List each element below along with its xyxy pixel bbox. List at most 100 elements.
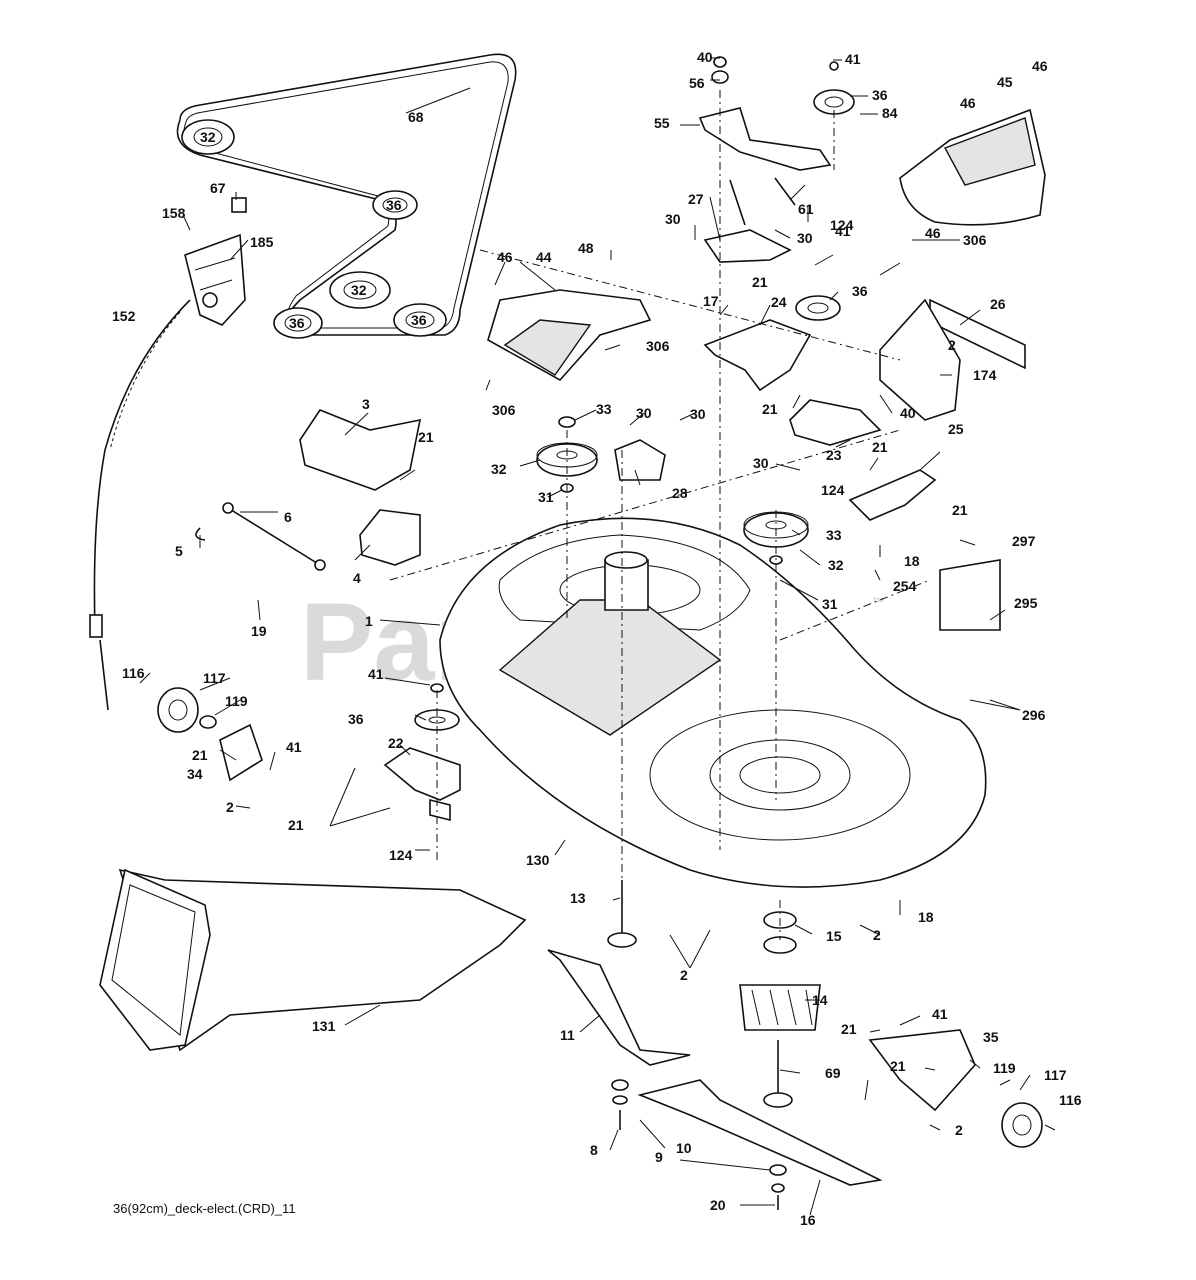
callout-30: 30 bbox=[690, 406, 706, 422]
callout-30: 30 bbox=[665, 211, 681, 227]
idler-arm-25 bbox=[848, 469, 937, 521]
callout-68: 68 bbox=[408, 109, 424, 125]
callout-61: 61 bbox=[798, 201, 814, 217]
callout-21: 21 bbox=[952, 502, 968, 518]
callout-24: 24 bbox=[771, 294, 787, 310]
belt-pulleys bbox=[181, 119, 447, 339]
callout-23: 23 bbox=[826, 447, 842, 463]
callout-254: 254 bbox=[893, 578, 917, 594]
callout-21: 21 bbox=[872, 439, 888, 455]
spindle-69 bbox=[763, 1040, 793, 1108]
blade-16 bbox=[637, 1079, 883, 1186]
callout-46: 46 bbox=[1032, 58, 1048, 74]
callout-28: 28 bbox=[672, 485, 688, 501]
callout-48: 48 bbox=[578, 240, 594, 256]
callout-46: 46 bbox=[960, 95, 976, 111]
callout-8: 8 bbox=[590, 1142, 598, 1158]
callout-116: 116 bbox=[1059, 1092, 1082, 1108]
callout-15: 15 bbox=[826, 928, 842, 944]
callout-30: 30 bbox=[797, 230, 813, 246]
callout-13: 13 bbox=[570, 890, 586, 906]
callout-117: 117 bbox=[1044, 1067, 1067, 1083]
callout-46: 46 bbox=[925, 225, 941, 241]
callout-116: 116 bbox=[122, 665, 145, 681]
belt-guard-45 bbox=[899, 108, 1046, 226]
callout-297: 297 bbox=[1012, 533, 1036, 549]
callout-17: 17 bbox=[703, 293, 719, 309]
pulley-label-32-center: 32 bbox=[351, 282, 367, 298]
callout-31: 31 bbox=[538, 489, 554, 505]
callout-124: 124 bbox=[821, 482, 845, 498]
callout-30: 30 bbox=[753, 455, 769, 471]
callout-295: 295 bbox=[1014, 595, 1038, 611]
callout-69: 69 bbox=[825, 1065, 841, 1081]
pulley-label-32-top: 32 bbox=[200, 129, 216, 145]
callout-14: 14 bbox=[812, 992, 828, 1008]
callout-1: 1 bbox=[365, 613, 373, 629]
callout-2: 2 bbox=[948, 337, 956, 353]
idler-arm-24 bbox=[703, 295, 841, 392]
callout-labels: 40 41 56 36 84 46 45 46 68 55 67 158 185… bbox=[112, 49, 1082, 1228]
callout-21: 21 bbox=[762, 401, 778, 417]
pulley-label-36-right: 36 bbox=[386, 197, 402, 213]
callout-20: 20 bbox=[710, 1197, 726, 1213]
callout-40: 40 bbox=[900, 405, 916, 421]
callout-119: 119 bbox=[993, 1060, 1016, 1076]
pulley-assembly-117-right bbox=[868, 1029, 1043, 1148]
callout-32: 32 bbox=[828, 557, 844, 573]
callout-21: 21 bbox=[841, 1021, 857, 1037]
callout-36: 36 bbox=[348, 711, 364, 727]
idler-bracket-27 bbox=[703, 177, 796, 263]
callout-30: 30 bbox=[636, 405, 652, 421]
callout-306: 306 bbox=[963, 232, 987, 248]
callout-21: 21 bbox=[752, 274, 768, 290]
callout-27: 27 bbox=[688, 191, 704, 207]
callout-41: 41 bbox=[845, 51, 861, 67]
callout-22: 22 bbox=[388, 735, 404, 751]
idler-arm-55 bbox=[698, 56, 855, 171]
pulley-assembly-117-left bbox=[157, 687, 263, 782]
callout-36: 36 bbox=[872, 87, 888, 103]
callout-21: 21 bbox=[192, 747, 208, 763]
callout-130: 130 bbox=[526, 852, 550, 868]
deflector-295 bbox=[939, 559, 1001, 631]
deck-rod-6 bbox=[195, 502, 326, 571]
callout-19: 19 bbox=[251, 623, 267, 639]
callout-9: 9 bbox=[655, 1149, 663, 1165]
callout-55: 55 bbox=[654, 115, 670, 131]
callout-124: 124 bbox=[830, 217, 854, 233]
callout-31: 31 bbox=[822, 596, 838, 612]
callout-296: 296 bbox=[1022, 707, 1046, 723]
callout-67: 67 bbox=[210, 180, 226, 196]
callout-18: 18 bbox=[904, 553, 920, 569]
callout-174: 174 bbox=[973, 367, 997, 383]
callout-11: 11 bbox=[560, 1027, 575, 1043]
callout-26: 26 bbox=[990, 296, 1006, 312]
fasteners-blades bbox=[611, 1079, 787, 1210]
clutch-bracket-185 bbox=[184, 197, 247, 326]
deck-bracket-3 bbox=[299, 409, 422, 491]
callout-46: 46 bbox=[497, 249, 513, 265]
pulley-label-36-bottom: 36 bbox=[411, 312, 427, 328]
callout-2: 2 bbox=[955, 1122, 963, 1138]
callout-25: 25 bbox=[948, 421, 964, 437]
belt-cover-44 bbox=[487, 289, 652, 382]
callout-33: 33 bbox=[596, 401, 612, 417]
pulley-14 bbox=[739, 911, 821, 1031]
callout-21: 21 bbox=[418, 429, 434, 445]
callout-2: 2 bbox=[680, 967, 688, 983]
callout-306: 306 bbox=[646, 338, 670, 354]
callout-34: 34 bbox=[187, 766, 203, 782]
callout-16: 16 bbox=[800, 1212, 816, 1228]
callout-18: 18 bbox=[918, 909, 934, 925]
mower-deck-1 bbox=[439, 517, 987, 888]
control-cable-152 bbox=[89, 299, 191, 711]
callout-41: 41 bbox=[835, 223, 851, 239]
callout-44: 44 bbox=[536, 249, 552, 265]
callout-21: 21 bbox=[288, 817, 304, 833]
callout-41: 41 bbox=[368, 666, 384, 682]
callout-35: 35 bbox=[983, 1029, 999, 1045]
callout-6: 6 bbox=[284, 509, 292, 525]
watermark-trademark: ™ bbox=[872, 595, 884, 609]
callout-185: 185 bbox=[250, 234, 274, 250]
